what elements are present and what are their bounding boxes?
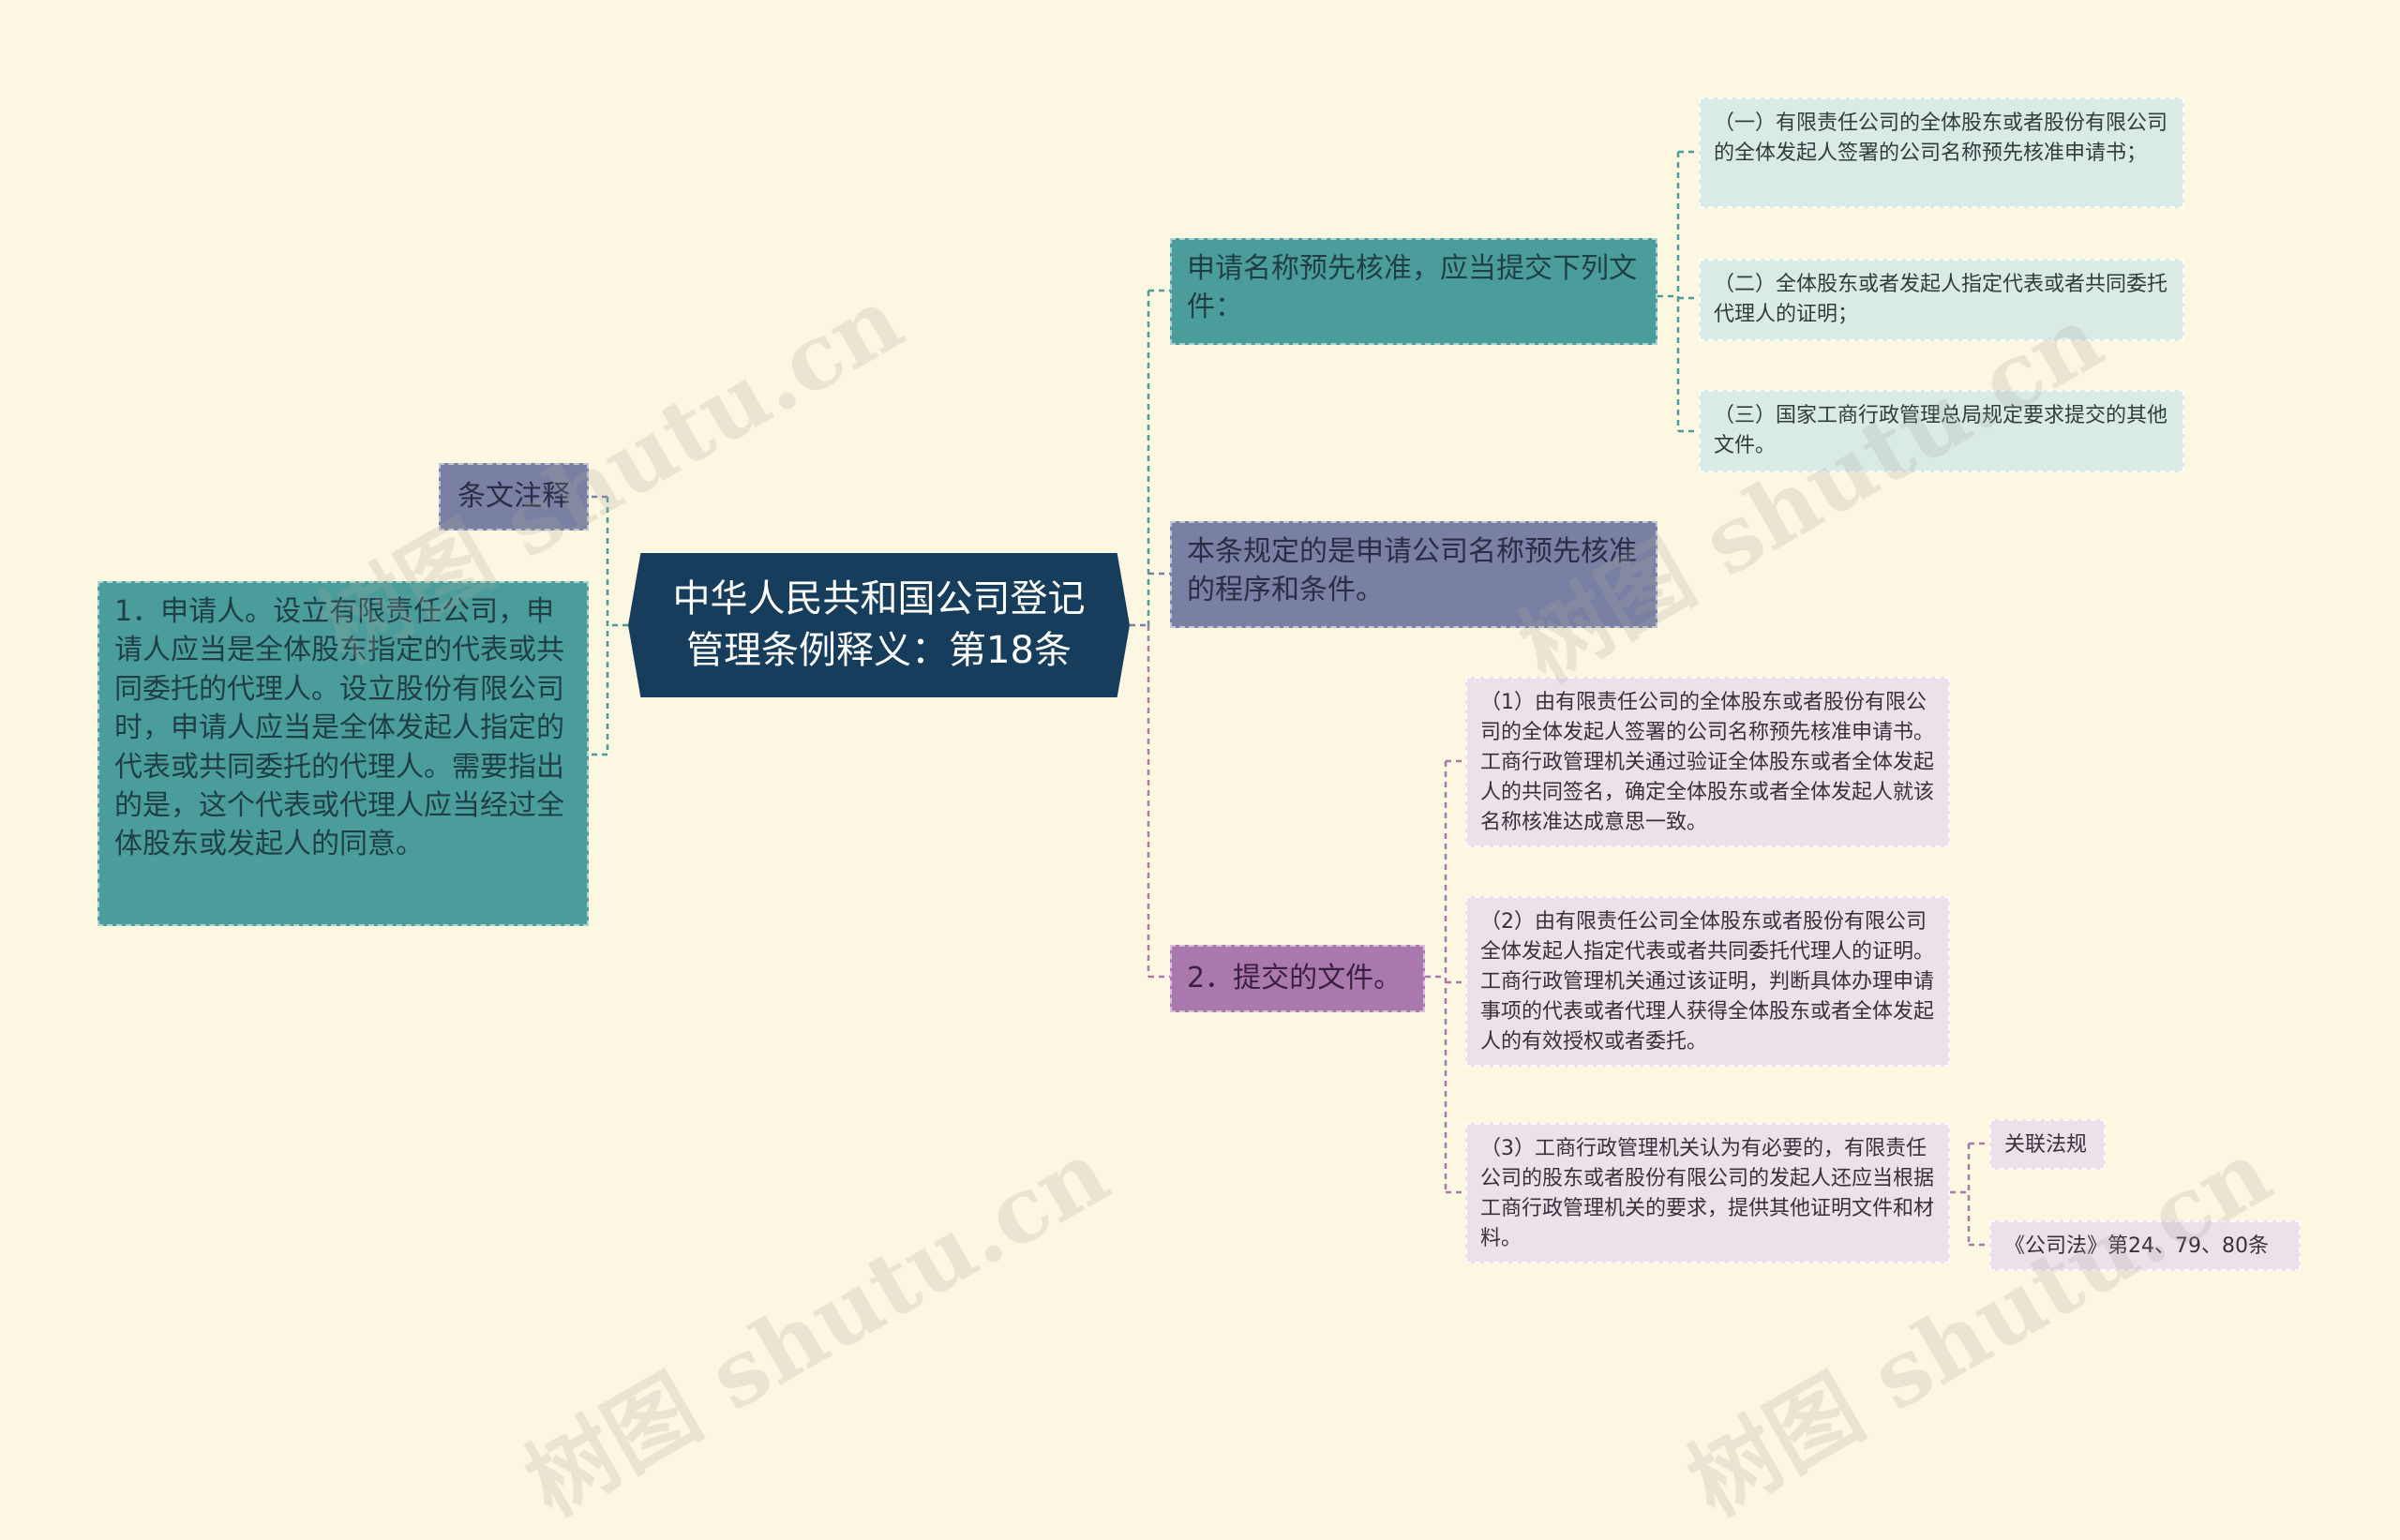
leaf-doc-3[interactable]: （3）工商行政管理机关认为有必要的，有限责任公司的股东或者股份有限公司的发起人还…: [1465, 1123, 1950, 1263]
company-law-ref-node[interactable]: 《公司法》第24、79、80条: [1989, 1220, 2301, 1271]
company-law-ref-label: 《公司法》第24、79、80条: [2004, 1234, 2269, 1258]
annotation-label: 条文注释: [458, 480, 570, 514]
connector-lines: [588, 150, 1989, 1247]
branch-documents-label: 2．提交的文件。: [1187, 962, 1402, 995]
leaf-doc-2-text: （2）由有限责任公司全体股东或者股份有限公司全体发起人指定代表或者共同委托代理人…: [1480, 910, 1935, 1054]
annotation-note-text: 1．申请人。设立有限责任公司，申请人应当是全体股东指定的代表或共同委托的代理人。…: [114, 595, 564, 861]
branch-submission-files-label: 申请名称预先核准，应当提交下列文件：: [1187, 252, 1637, 324]
leaf-doc-1-text: （1）由有限责任公司的全体股东或者股份有限公司的全体发起人签署的公司名称预先核准…: [1480, 691, 1935, 834]
branch-procedure-label: 本条规定的是申请公司名称预先核准的程序和条件。: [1187, 535, 1637, 607]
leaf-doc-1[interactable]: （1）由有限责任公司的全体股东或者股份有限公司的全体发起人签署的公司名称预先核准…: [1465, 677, 1950, 847]
mind-map-canvas: 中华人民共和国公司登记管理条例释义：第18条 条文注释 1．申请人。设立有限责任…: [98, 97, 2301, 1536]
leaf-file-3[interactable]: （三）国家工商行政管理总局规定要求提交的其他文件。: [1699, 390, 2184, 472]
root-title: 中华人民共和国公司登记管理条例释义：第18条: [672, 576, 1086, 672]
leaf-file-2[interactable]: （二）全体股东或者发起人指定代表或者共同委托代理人的证明；: [1699, 259, 2184, 341]
related-laws-label: 关联法规: [2004, 1133, 2088, 1157]
branch-procedure-node[interactable]: 本条规定的是申请公司名称预先核准的程序和条件。: [1170, 521, 1658, 628]
annotation-note-node[interactable]: 1．申请人。设立有限责任公司，申请人应当是全体股东指定的代表或共同委托的代理人。…: [98, 581, 589, 926]
leaf-file-1-text: （一）有限责任公司的全体股东或者股份有限公司的全体发起人签署的公司名称预先核准申…: [1714, 112, 2168, 165]
annotation-label-node[interactable]: 条文注释: [439, 463, 589, 531]
related-laws-node[interactable]: 关联法规: [1989, 1119, 2106, 1170]
leaf-doc-3-text: （3）工商行政管理机关认为有必要的，有限责任公司的股东或者股份有限公司的发起人还…: [1480, 1137, 1935, 1250]
leaf-doc-2[interactable]: （2）由有限责任公司全体股东或者股份有限公司全体发起人指定代表或者共同委托代理人…: [1465, 896, 1950, 1067]
leaf-file-3-text: （三）国家工商行政管理总局规定要求提交的其他文件。: [1714, 404, 2168, 457]
branch-documents-node[interactable]: 2．提交的文件。: [1170, 945, 1425, 1012]
leaf-file-2-text: （二）全体股东或者发起人指定代表或者共同委托代理人的证明；: [1714, 273, 2168, 326]
leaf-file-1[interactable]: （一）有限责任公司的全体股东或者股份有限公司的全体发起人签署的公司名称预先核准申…: [1699, 97, 2184, 208]
root-node[interactable]: 中华人民共和国公司登记管理条例释义：第18条: [628, 553, 1130, 697]
branch-submission-files-node[interactable]: 申请名称预先核准，应当提交下列文件：: [1170, 238, 1658, 345]
